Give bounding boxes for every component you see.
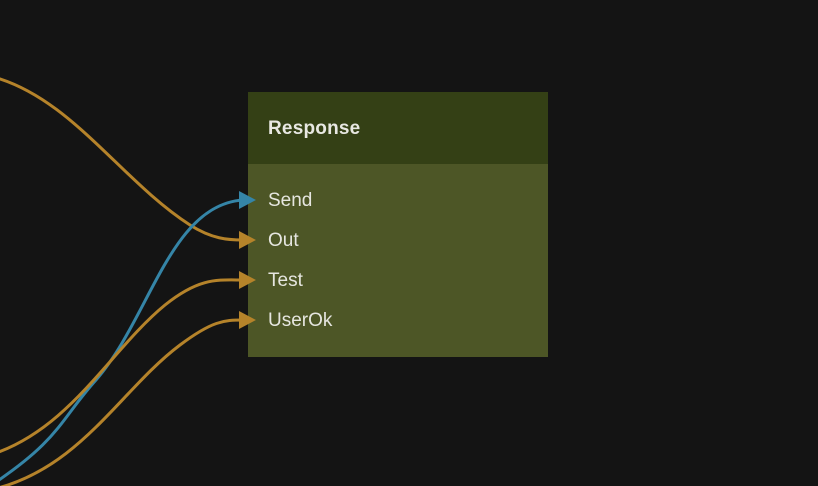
port-label-test: Test xyxy=(268,269,303,291)
node-title: Response xyxy=(268,117,361,139)
wire-to-userok[interactable] xyxy=(0,318,245,486)
port-label-out: Out xyxy=(268,229,299,251)
port-row-send[interactable]: Send xyxy=(239,180,548,220)
port-arrow-icon-send[interactable] xyxy=(239,191,256,209)
port-row-userok[interactable]: UserOk xyxy=(239,300,548,340)
node-response[interactable]: Response Send Out Test UserOk xyxy=(239,92,548,357)
wire-to-test[interactable] xyxy=(0,278,245,455)
wire-to-send[interactable] xyxy=(0,198,245,486)
node-header[interactable]: Response xyxy=(248,92,548,164)
wire-to-out[interactable] xyxy=(0,76,245,242)
port-row-out[interactable]: Out xyxy=(239,220,548,260)
port-arrow-icon-userok[interactable] xyxy=(239,311,256,329)
port-label-userok: UserOk xyxy=(268,309,333,331)
node-body: Send Out Test UserOk xyxy=(239,164,548,357)
port-label-send: Send xyxy=(268,189,313,211)
port-arrow-icon-out[interactable] xyxy=(239,231,256,249)
port-row-test[interactable]: Test xyxy=(239,260,548,300)
port-arrow-icon-test[interactable] xyxy=(239,271,256,289)
